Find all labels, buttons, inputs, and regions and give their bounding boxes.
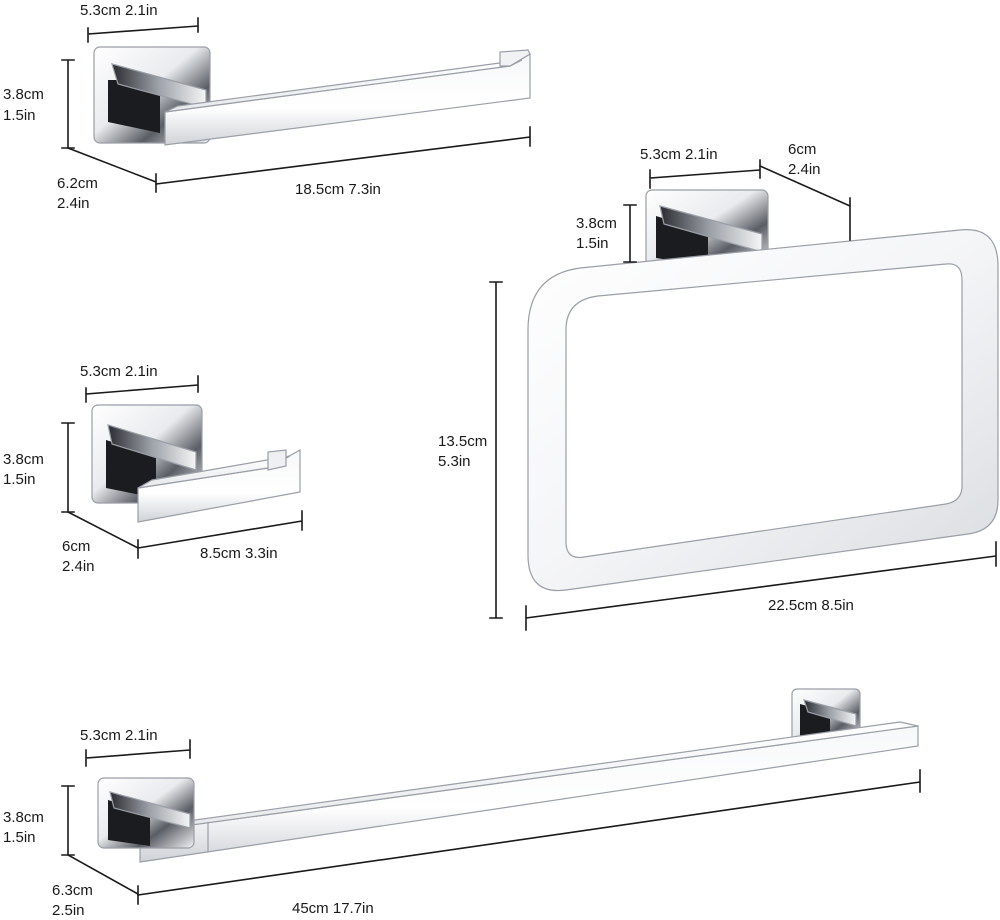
robe-hook-height-in: 1.5in [3, 471, 36, 488]
robe-hook: 5.3cm 2.1in 3.8cm 1.5in 6cm 2.4in 8.5cm … [3, 363, 303, 575]
paper-holder-dimensions [61, 17, 531, 193]
towel-ring-base-height-in: 1.5in [576, 235, 609, 252]
towel-bar-left-mount [97, 777, 195, 849]
robe-hook-depth-in: 2.4in [62, 558, 95, 575]
towel-bar-height-cm: 3.8cm [3, 809, 44, 826]
towel-bar-depth-cm: 6.3cm [52, 882, 93, 899]
towel-ring-height-cm: 13.5cm [438, 433, 487, 450]
robe-hook-top-depth: 5.3cm 2.1in [80, 363, 158, 380]
paper-holder-height-cm: 3.8cm [3, 86, 44, 103]
towel-bar-rod [139, 721, 919, 863]
paper-holder-length: 18.5cm 7.3in [295, 181, 381, 198]
robe-hook-dimensions [61, 375, 303, 559]
towel-bar: 5.3cm 2.1in 3.8cm 1.5in 6.3cm 2.5in 45cm… [3, 688, 921, 919]
towel-ring-top-depth: 5.3cm 2.1in [640, 146, 718, 163]
towel-bar-height-in: 1.5in [3, 829, 36, 846]
towel-bar-dimensions [61, 739, 921, 905]
paper-holder-arm [164, 49, 531, 146]
robe-hook-depth-cm: 6cm [62, 538, 90, 555]
paper-holder-height-in: 1.5in [3, 107, 36, 124]
towel-ring: 5.3cm 2.1in 6cm 2.4in 3.8cm 1.5in 13.5cm… [438, 141, 999, 631]
robe-hook-length: 8.5cm 3.3in [200, 545, 278, 562]
robe-hook-arm [137, 448, 301, 523]
towel-bar-length: 45cm 17.7in [292, 900, 374, 917]
paper-holder-depth-in: 2.4in [57, 195, 90, 212]
paper-holder-top-depth: 5.3cm 2.1in [80, 2, 158, 19]
towel-ring-projection-cm: 6cm [788, 141, 816, 158]
paper-holder-depth-cm: 6.2cm [57, 175, 98, 192]
paper-holder-mount [93, 46, 211, 144]
towel-ring-loop [527, 229, 999, 592]
towel-ring-height-in: 5.3in [438, 453, 471, 470]
towel-ring-projection-in: 2.4in [788, 161, 821, 178]
towel-ring-base-height-cm: 3.8cm [576, 215, 617, 232]
towel-bar-depth-in: 2.5in [52, 902, 85, 919]
paper-holder: 5.3cm 2.1in 3.8cm 1.5in 6.2cm 2.4in 18.5… [3, 2, 531, 212]
towel-ring-length: 22.5cm 8.5in [768, 597, 854, 614]
towel-ring-mount [645, 189, 769, 271]
towel-bar-top-depth: 5.3cm 2.1in [80, 727, 158, 744]
robe-hook-height-cm: 3.8cm [3, 451, 44, 468]
towel-ring-dimensions [489, 159, 997, 631]
